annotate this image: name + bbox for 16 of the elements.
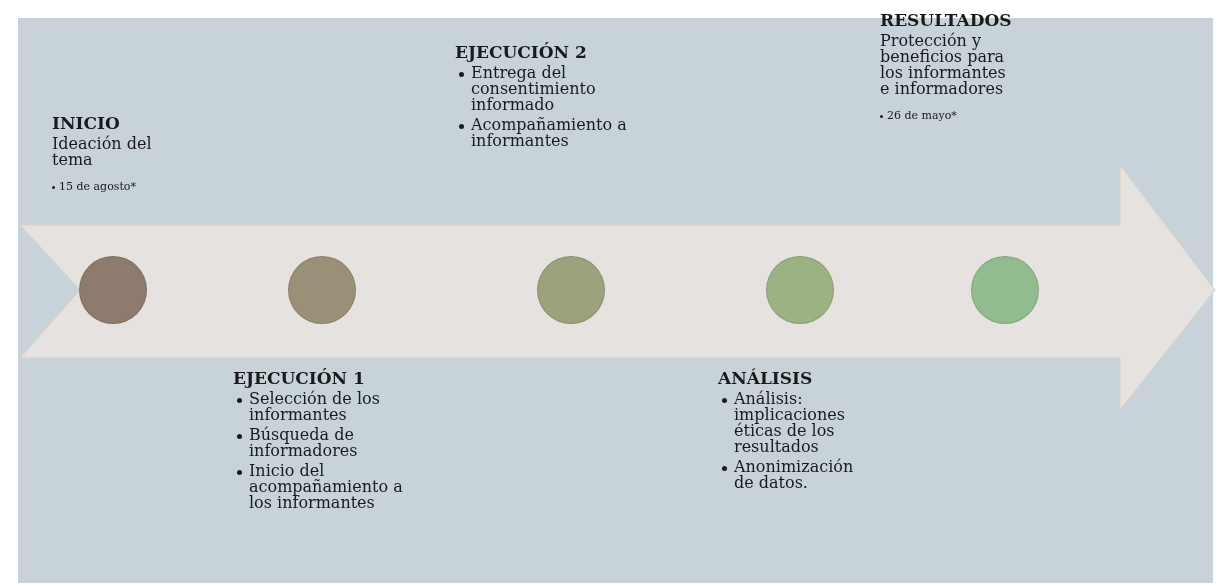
stage-heading: RESULTADOS: [880, 10, 1013, 30]
bullet-item: Búsqueda de informadores: [249, 425, 358, 460]
bullet-item: Anonimización de datos.: [734, 457, 854, 492]
bullet-item: Análisis: implicaciones éticas de los resultados: [734, 389, 845, 456]
stage-heading: EJECUCIÓN 2: [455, 42, 588, 62]
stage-heading: INICIO: [52, 113, 121, 133]
bullet-item: Entrega del consentimiento informado: [471, 63, 596, 114]
bullet-item: Acompañamiento a informantes: [471, 115, 627, 150]
bullet-item: Inicio del acompañamiento a los informantes: [249, 461, 403, 512]
date-text: 15 de agosto*: [59, 180, 136, 193]
date-text: 26 de mayo*: [887, 109, 957, 122]
bullet-item: Selección de los informantes: [249, 389, 380, 424]
stage-heading: ANÁLISIS: [718, 368, 814, 388]
stage-heading: EJECUCIÓN 1: [233, 368, 366, 388]
stage-description: Protección y beneficios para los informantes e informadores: [880, 33, 1007, 97]
stage-description: Ideación del tema: [52, 136, 153, 168]
